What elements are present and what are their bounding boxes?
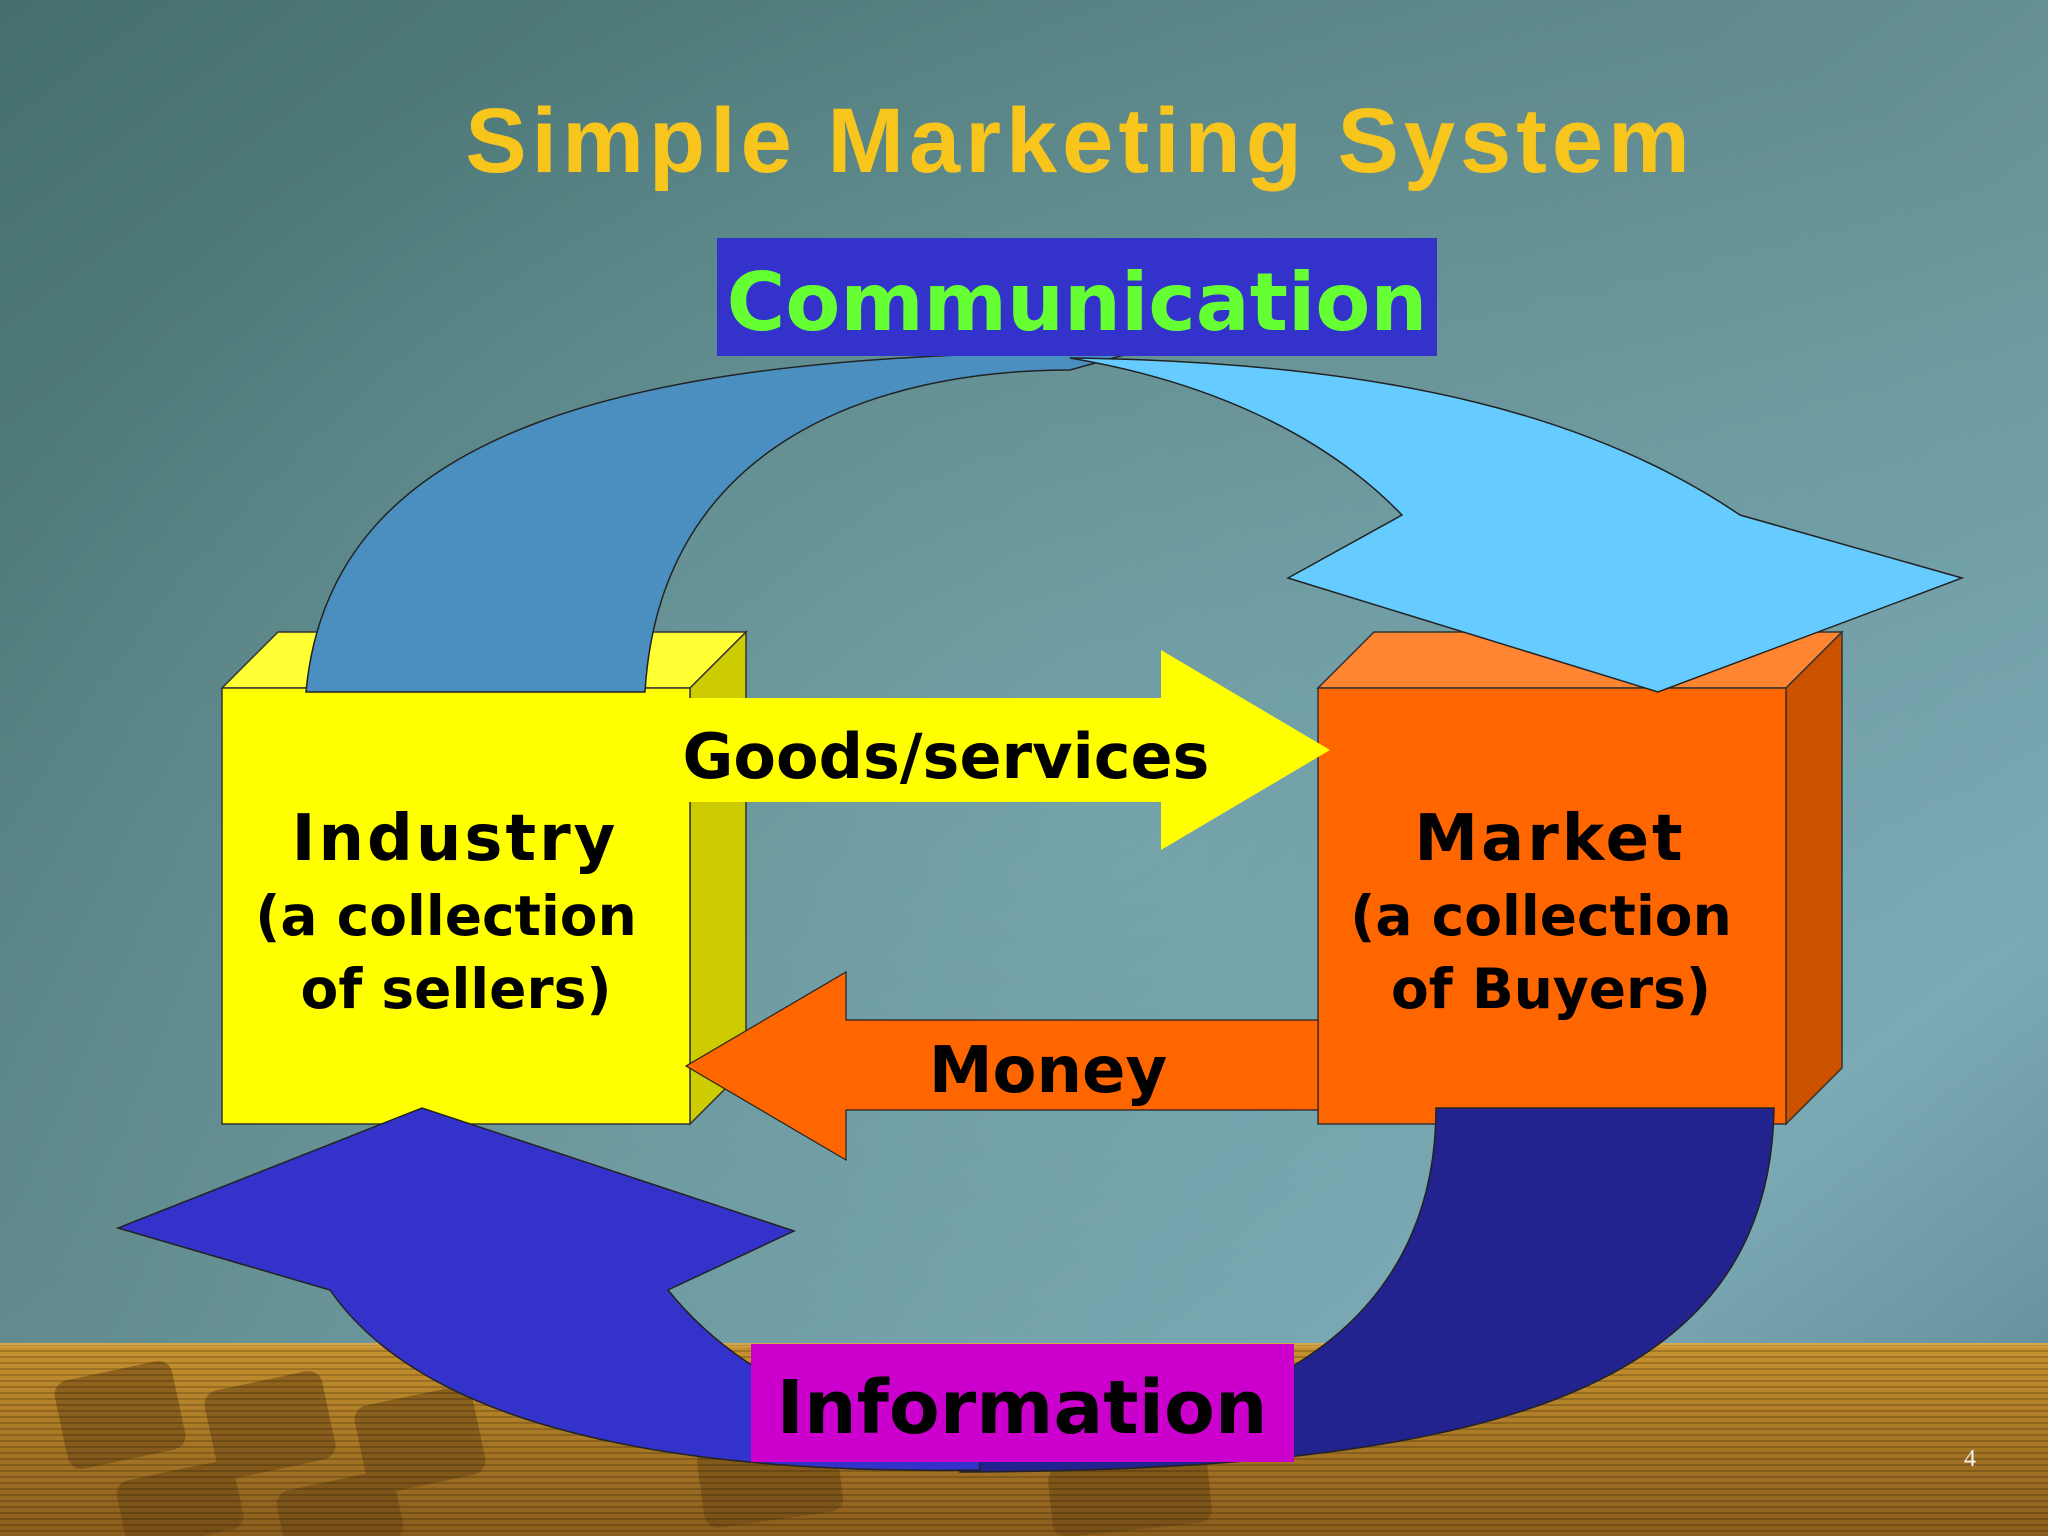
industry-desc-line-1: (a collection	[255, 884, 636, 948]
information-arrow-tail	[959, 1107, 1775, 1473]
market-title: Market	[1414, 802, 1685, 876]
communication-arrow-head	[1069, 357, 1965, 693]
slide-title: Simple Marketing System	[465, 90, 1695, 192]
market-desc-line-2: of Buyers)	[1391, 957, 1711, 1021]
information-label: Information	[776, 1365, 1267, 1451]
communication-label: Communication	[727, 256, 1428, 349]
keyboard-desk-background	[0, 1343, 2048, 1536]
industry-title: Industry	[292, 802, 619, 876]
money-label: Money	[929, 1034, 1167, 1108]
goods-arrow	[662, 650, 1330, 850]
page-number: 4	[1964, 1446, 1976, 1472]
goods-services-label: Goods/services	[683, 720, 1210, 793]
money-arrow-outline	[684, 970, 1319, 1162]
market-desc-line-1: (a collection	[1350, 884, 1731, 948]
market-box	[1316, 630, 1844, 1126]
information-label-box	[751, 1344, 1294, 1462]
communication-label-box	[717, 238, 1437, 356]
industry-desc-line-2: of sellers)	[301, 957, 612, 1021]
